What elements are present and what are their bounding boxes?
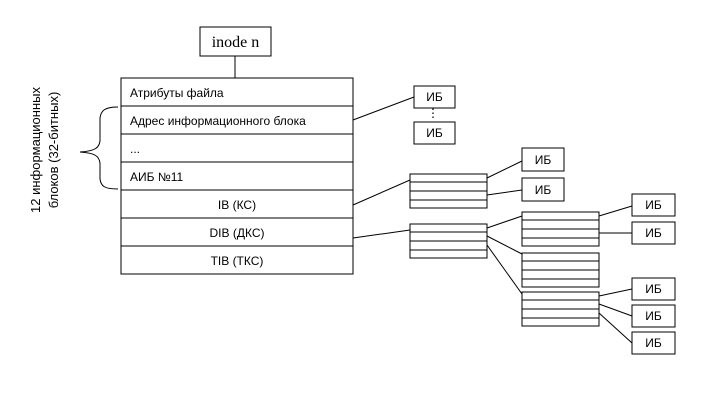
- dib-data-block-4: [631, 304, 676, 328]
- dib-data-block-3: [631, 277, 676, 301]
- direct-block-1: [413, 85, 456, 109]
- row-tib: TIB (ТКС): [211, 254, 264, 268]
- dib-data-block-1-label: ИБ: [645, 198, 662, 212]
- side-label-line2: блоков (32-битных): [46, 92, 61, 209]
- row-block-address: Адрес информационного блока: [130, 114, 306, 128]
- grouping-brace: [79, 106, 119, 190]
- direct-gap: ⋮: [427, 106, 439, 120]
- dib-data-block-4-label: ИБ: [645, 309, 662, 323]
- row-ib: IB (КС): [218, 198, 256, 212]
- single-indirect: ИБ ИБ: [352, 147, 565, 209]
- direct-block-2: [413, 121, 456, 145]
- dib-data-block-3-label: ИБ: [645, 282, 662, 296]
- inode-table: Атрибуты файла Адрес информационного бло…: [120, 77, 354, 275]
- side-label-line1: 12 информационных: [28, 87, 43, 213]
- dib-data-block-2: [631, 221, 676, 245]
- dib-data-block-1: [631, 193, 676, 217]
- dib-data-block-5: [631, 331, 676, 355]
- row-dib: DIB (ДКС): [210, 226, 265, 240]
- dib-data-block-5-label: ИБ: [645, 336, 662, 350]
- dib-data-block-2-label: ИБ: [645, 226, 662, 240]
- row-attributes: Атрибуты файла: [130, 86, 224, 100]
- direct-blocks: ИБ ⋮ ИБ: [352, 85, 456, 145]
- direct-block-1-label: ИБ: [426, 90, 443, 104]
- ib-data-block-2: [521, 177, 565, 202]
- inode-header: inode n: [199, 26, 272, 57]
- ib-data-block-2-label: ИБ: [535, 183, 552, 197]
- double-indirect: ИБ ИБ ИБ ИБ ИБ: [352, 193, 676, 355]
- ib-data-block-1: [521, 147, 565, 172]
- ib-data-block-1-label: ИБ: [535, 153, 552, 167]
- direct-block-2-label: ИБ: [426, 126, 443, 140]
- row-aib-11: АИБ №11: [130, 170, 183, 184]
- inode-title: inode n: [212, 34, 260, 51]
- row-ellipsis: ...: [130, 142, 140, 156]
